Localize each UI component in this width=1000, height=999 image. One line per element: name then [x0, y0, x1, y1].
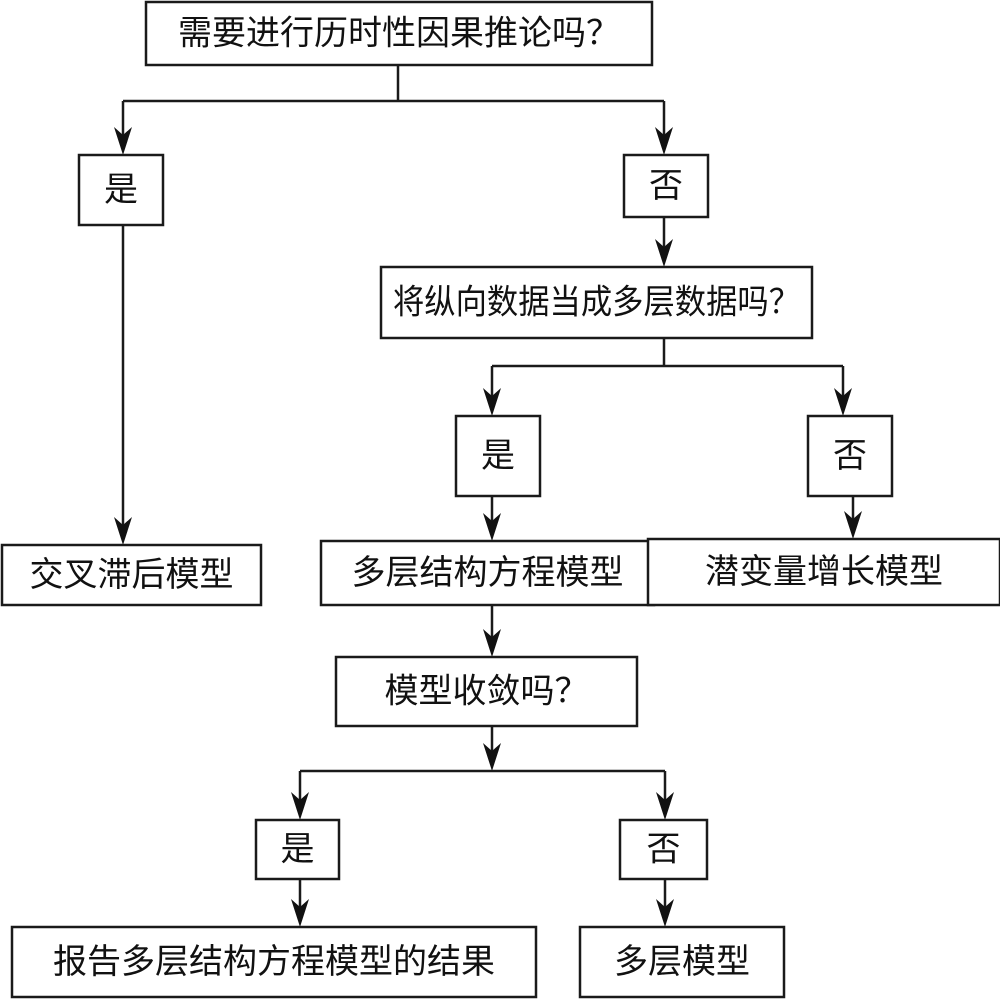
result-label: 交叉滞后模型 [30, 555, 234, 595]
answer-label: 否 [647, 830, 681, 870]
edge-q3-to-yes [291, 771, 309, 820]
arrowhead-icon [483, 629, 501, 657]
edge-q1-to-yes [114, 101, 132, 155]
node-q1-no: 否 [622, 153, 710, 219]
edge-q3-to-bus [483, 726, 501, 771]
answer-box [806, 414, 894, 498]
edges [114, 65, 862, 927]
node-q2-no: 否 [806, 414, 894, 498]
result-label: 多层模型 [614, 942, 750, 982]
node-q3: 模型收敛吗？ [334, 655, 639, 728]
result-label: 潜变量增长模型 [705, 552, 943, 592]
edge-no-to-q2 [655, 217, 673, 267]
result-box [578, 925, 786, 999]
node-q2: 将纵向数据当成多层数据吗？ [379, 265, 814, 340]
arrowhead-icon [656, 792, 674, 820]
arrowhead-icon [483, 388, 501, 416]
answer-box [618, 818, 709, 881]
answer-box [454, 414, 542, 498]
answer-box [77, 153, 165, 227]
answer-box [254, 818, 341, 881]
arrowhead-icon [483, 513, 501, 541]
node-m-multilevel: 多层模型 [578, 925, 786, 999]
answer-box [622, 153, 710, 219]
answer-label: 是 [481, 436, 515, 476]
result-box [0, 543, 263, 607]
answer-label: 否 [649, 166, 683, 206]
node-m-cross-lag: 交叉滞后模型 [0, 543, 263, 607]
question-box [379, 265, 814, 340]
node-q2-yes: 是 [454, 414, 542, 498]
edge-yes-to-crosslag [114, 225, 132, 545]
node-q1: 需要进行历时性因果推论吗？ [144, 0, 654, 67]
result-label: 报告多层结构方程模型的结果 [53, 942, 495, 982]
answer-label: 否 [833, 436, 867, 476]
question-label: 模型收敛吗？ [385, 672, 589, 712]
edge-q3-to-no [656, 771, 674, 820]
arrowhead-icon [483, 743, 501, 771]
result-box [319, 539, 656, 607]
answer-label: 是 [281, 830, 315, 870]
edge-no-to-lgm [844, 496, 862, 539]
node-m-report: 报告多层结构方程模型的结果 [10, 925, 538, 999]
arrowhead-icon [834, 388, 852, 416]
node-q1-yes: 是 [77, 153, 165, 227]
question-box [144, 0, 654, 67]
edge-yes-to-msem [483, 496, 501, 541]
edge-q2-to-no [834, 366, 852, 416]
arrowhead-icon [655, 239, 673, 267]
edge-no-to-multilevel [656, 879, 674, 927]
arrowhead-icon [114, 127, 132, 155]
arrowhead-icon [656, 899, 674, 927]
result-box [646, 537, 1000, 607]
node-q3-no: 否 [618, 818, 709, 881]
answer-label: 是 [104, 170, 138, 210]
result-label: 多层结构方程模型 [352, 553, 624, 593]
arrowhead-icon [291, 899, 309, 927]
edge-q1-to-no [655, 101, 673, 155]
result-box [10, 925, 538, 999]
arrowhead-icon [291, 792, 309, 820]
arrowhead-icon [655, 127, 673, 155]
arrowhead-icon [844, 511, 862, 539]
question-box [334, 655, 639, 728]
question-label: 将纵向数据当成多层数据吗？ [393, 283, 800, 323]
arrowhead-icon [114, 517, 132, 545]
node-m-msem: 多层结构方程模型 [319, 539, 656, 607]
edge-q2-to-yes [483, 366, 501, 416]
edge-msem-to-q3 [483, 605, 501, 657]
node-q3-yes: 是 [254, 818, 341, 881]
edge-yes-to-report [291, 879, 309, 927]
node-m-lgm: 潜变量增长模型 [646, 537, 1000, 607]
question-label: 需要进行历时性因果推论吗？ [178, 14, 620, 54]
